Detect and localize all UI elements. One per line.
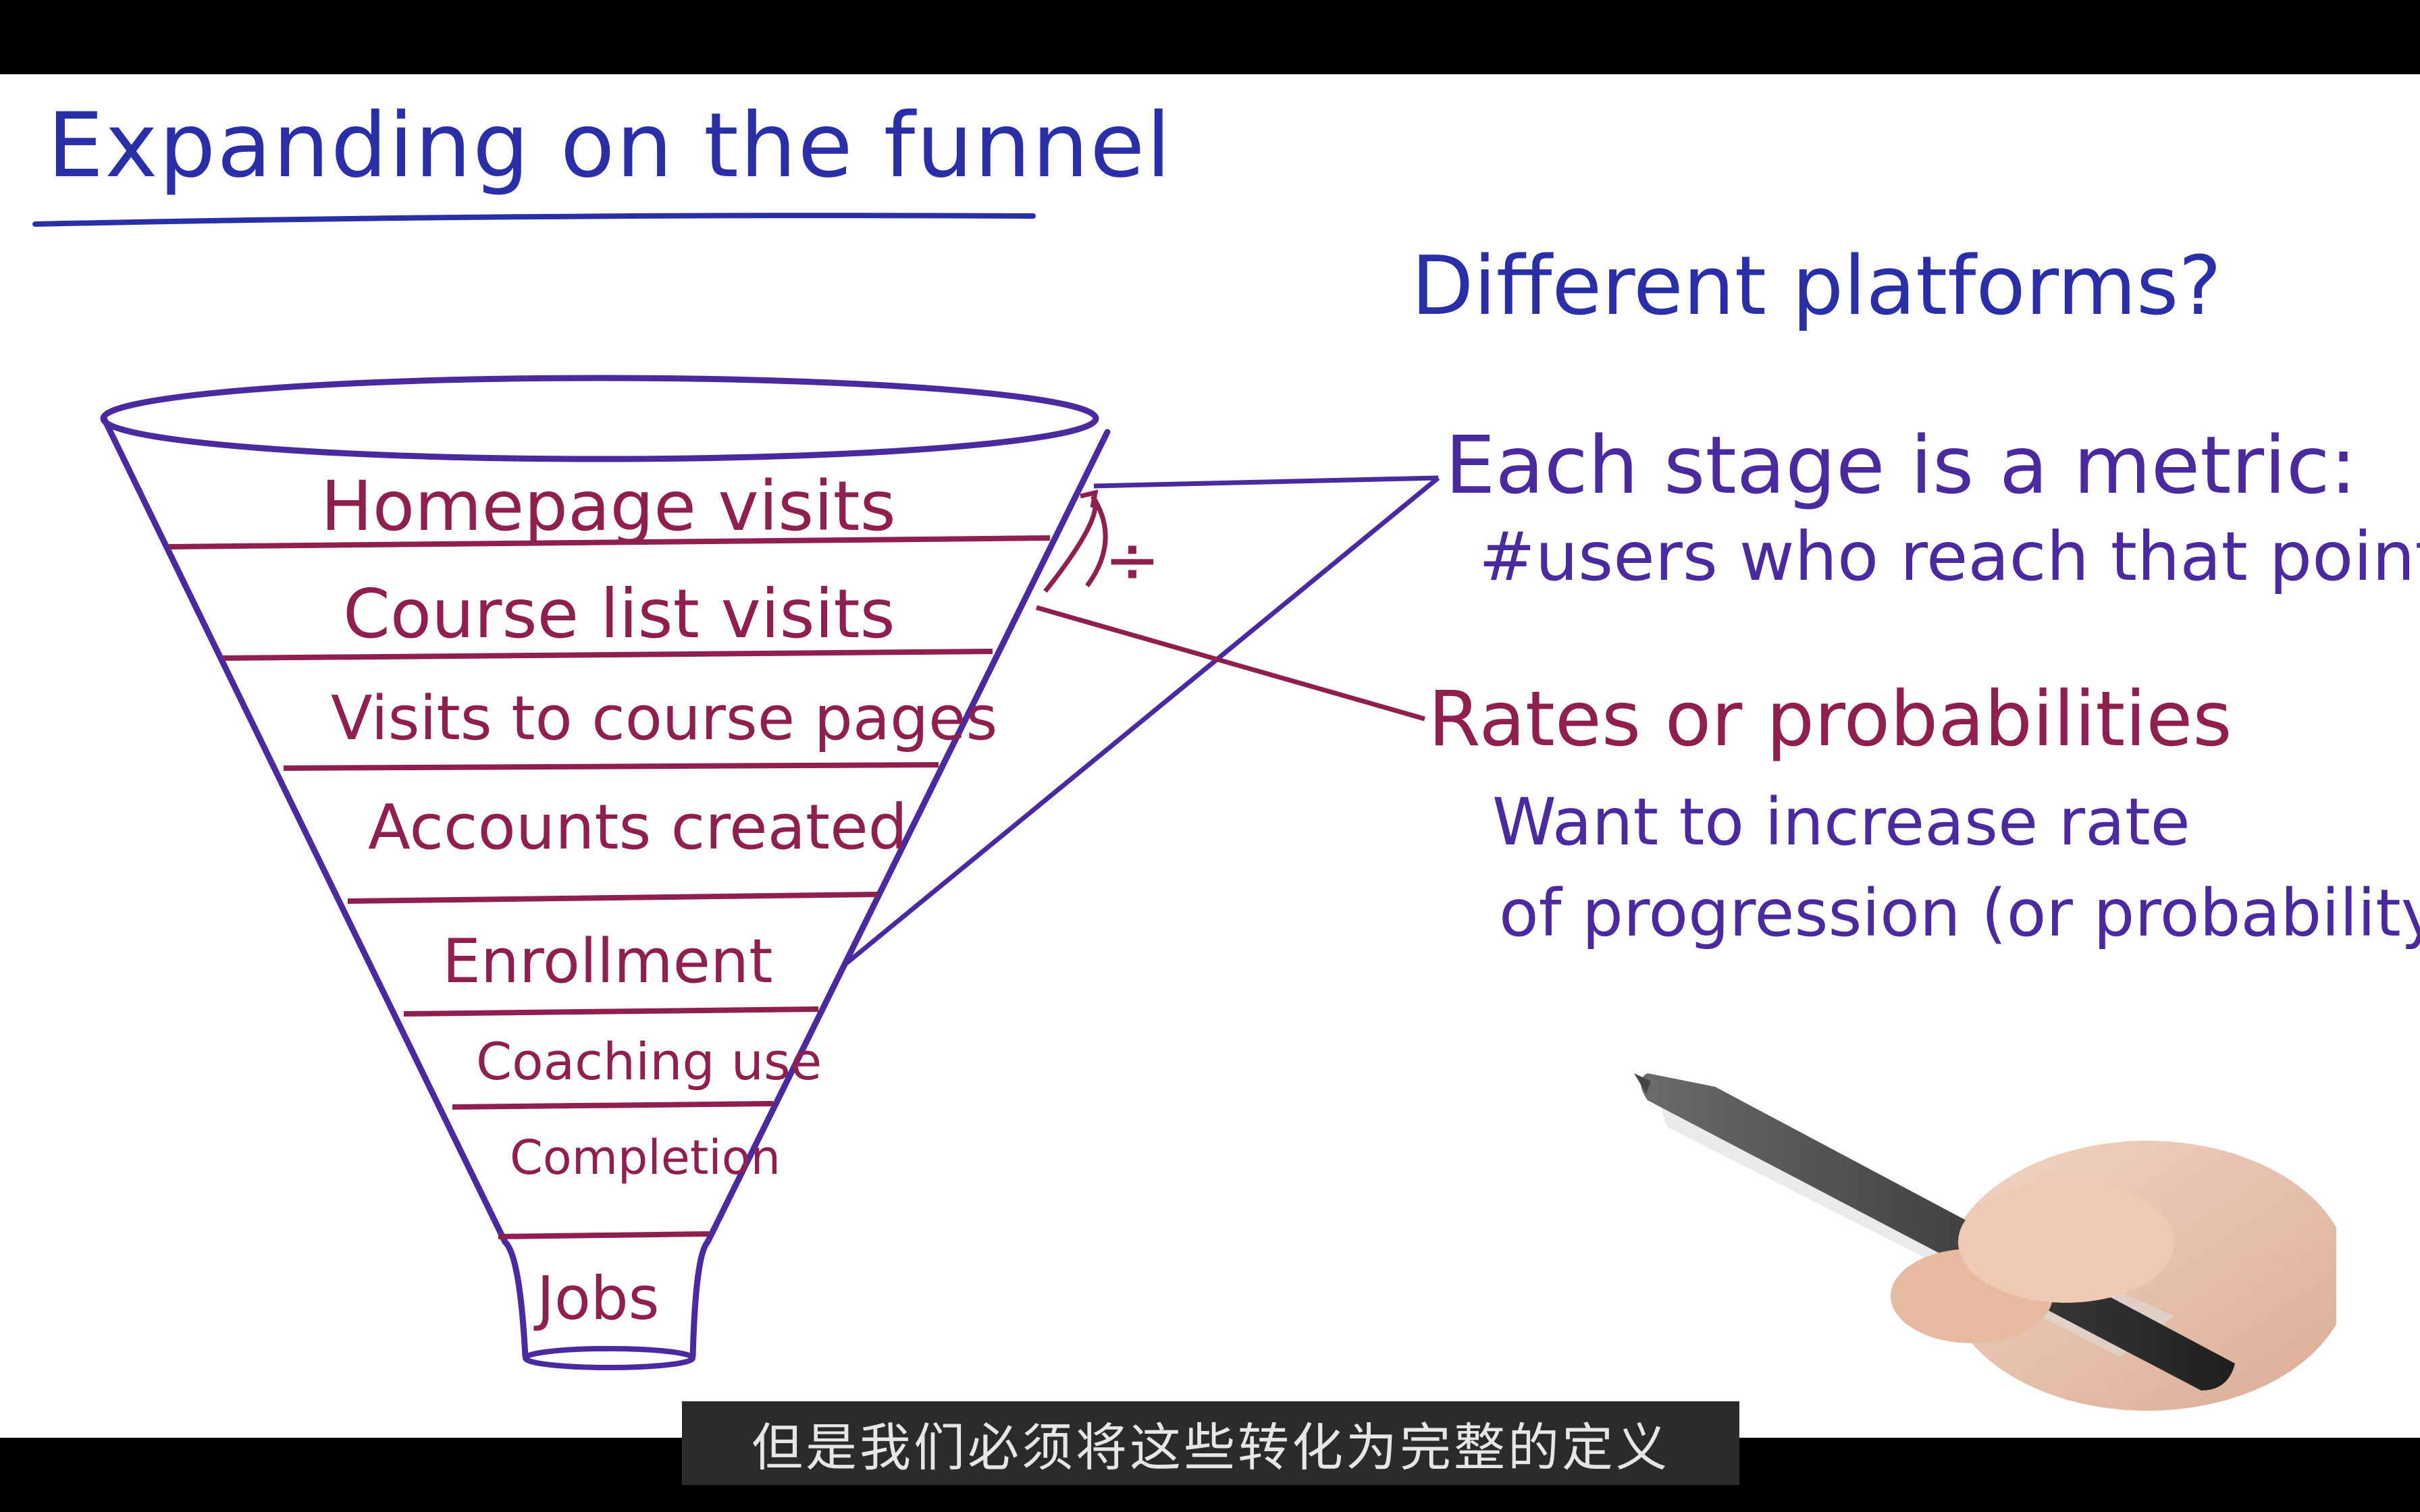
stage-divider: [403, 1006, 819, 1017]
platforms-question: Different platforms?: [1411, 240, 2222, 333]
subtitle-bar: 但是我们必须将这些转化为完整的定义: [682, 1401, 1739, 1485]
subtitle-text: 但是我们必须将这些转化为完整的定义: [752, 1418, 1670, 1478]
rates-connector: [1036, 605, 1425, 722]
metric-heading: Each stage is a metric:: [1445, 418, 2357, 512]
funnel-spout-left: [502, 1239, 529, 1357]
stage-divider: [452, 1101, 774, 1110]
stage-divider: [283, 762, 939, 771]
ratio-arrow-tip: [1080, 489, 1099, 508]
page-title: Expanding on the funnel: [47, 94, 1173, 198]
stage-label: Accounts created: [368, 791, 908, 863]
stage-label: Jobs: [537, 1264, 660, 1333]
metric-detail: #users who reach that point: [1479, 517, 2420, 596]
stage-label: Completion: [510, 1130, 781, 1185]
metric-connector-bottom: [842, 476, 1440, 967]
funnel-right-side: [704, 429, 1111, 1245]
metric-connector-top: [1093, 475, 1439, 489]
funnel-rim: [100, 375, 1099, 462]
hand-with-pen: [1634, 1073, 2336, 1411]
stage-divider: [498, 1231, 710, 1239]
divide-symbol: ÷: [1104, 520, 1161, 599]
funnel-spout-right: [689, 1239, 710, 1357]
funnel-left-side: [101, 416, 508, 1245]
rates-detail-line2: of progression (or probability): [1499, 875, 2420, 951]
stage-label: Homepage visits: [321, 466, 896, 547]
stage-label: Enrollment: [442, 926, 773, 997]
title-underline: [32, 213, 1036, 227]
rates-detail-line1: Want to increase rate: [1492, 784, 2190, 860]
stage-label: Course list visits: [343, 574, 895, 653]
stage-divider: [347, 892, 878, 904]
stage-divider: [168, 535, 1051, 549]
stage-label: Visits to course pages: [331, 683, 998, 754]
funnel-spout-bottom: [523, 1346, 695, 1370]
rates-heading: Rates or probabilities: [1428, 676, 2232, 763]
stage-label: Coaching use: [476, 1031, 822, 1091]
stage-divider: [222, 649, 993, 661]
